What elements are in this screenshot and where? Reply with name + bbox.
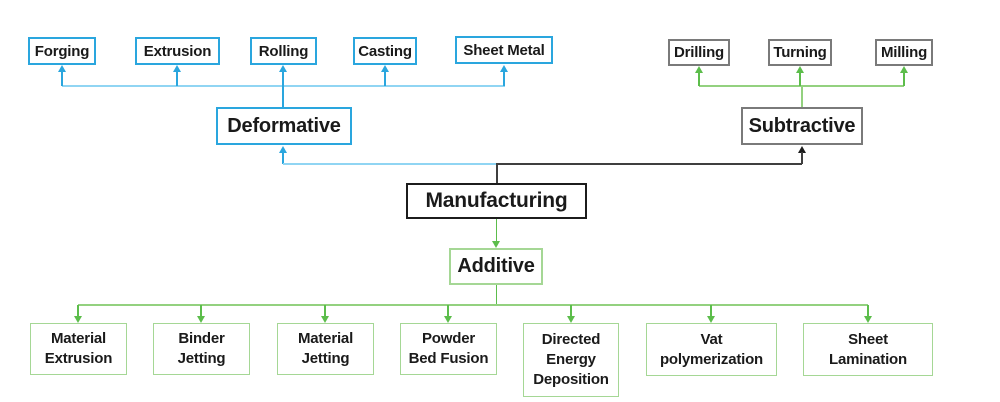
stub-forging (61, 71, 63, 86)
stub-binder-jetting (200, 305, 202, 316)
node-forging: Forging (28, 37, 96, 65)
arrow-into-turning-icon (795, 66, 804, 73)
stub-manufacturing-bottom (495, 219, 498, 242)
arrow-into-rolling-icon (278, 65, 287, 72)
stub-extrusion (176, 71, 178, 86)
arrow-into-sheet-metal-icon (499, 65, 508, 72)
stub-material-jetting (324, 305, 326, 316)
node-casting: Casting (353, 37, 417, 65)
connector-manufacturing-to-subtractive (497, 163, 802, 165)
node-material-extrusion: Material Extrusion (30, 323, 127, 375)
stub-deformative (282, 152, 284, 164)
node-extrusion: Extrusion (135, 37, 220, 65)
stub-manufacturing-top (496, 163, 498, 184)
node-sheet-lamination: Sheet Lamination (803, 323, 933, 376)
arrow-into-subtractive-icon (797, 146, 806, 153)
connector-additive-children (78, 304, 868, 306)
arrow-into-binder-jetting-icon (196, 316, 205, 323)
arrow-into-additive-icon (492, 241, 500, 248)
stub-subtractive-down (801, 152, 803, 164)
arrow-into-milling-icon (899, 66, 908, 73)
connector-manufacturing-to-deformative (283, 163, 497, 165)
stub-sheet-metal (503, 71, 505, 86)
arrow-into-directed-energy-deposition-icon (566, 316, 575, 323)
node-rolling: Rolling (250, 37, 317, 65)
stub-turning (799, 72, 801, 86)
stub-subtractive-up (801, 86, 803, 107)
node-material-jetting: Material Jetting (277, 323, 374, 375)
stub-sheet-lamination (867, 305, 869, 316)
arrow-into-extrusion-icon (172, 65, 181, 72)
node-drilling: Drilling (668, 39, 730, 66)
node-directed-energy-deposition: Directed Energy Deposition (523, 323, 619, 397)
stub-milling (903, 72, 905, 86)
connector-deformative-to-rolling (282, 71, 284, 107)
arrow-into-vat-polymerization-icon (706, 316, 715, 323)
arrow-into-forging-icon (57, 65, 66, 72)
stub-vat-polymerization (710, 305, 712, 316)
node-vat-polymerization: Vat polymerization (646, 323, 777, 376)
arrow-into-material-extrusion-icon (73, 316, 82, 323)
node-sheet-metal: Sheet Metal (455, 36, 553, 64)
stub-drilling (698, 72, 700, 86)
arrow-into-material-jetting-icon (320, 316, 329, 323)
node-manufacturing: Manufacturing (406, 183, 587, 219)
arrow-into-powder-bed-fusion-icon (443, 316, 452, 323)
arrow-into-deformative-icon (278, 146, 287, 153)
arrow-into-sheet-lamination-icon (863, 316, 872, 323)
stub-casting (384, 71, 386, 86)
stub-directed-energy-deposition (570, 305, 572, 316)
node-binder-jetting: Binder Jetting (153, 323, 250, 375)
node-powder-bed-fusion: Powder Bed Fusion (400, 323, 497, 375)
connector-subtractive-children (699, 85, 904, 87)
stub-additive-down (495, 285, 498, 305)
arrow-into-drilling-icon (694, 66, 703, 73)
arrow-into-casting-icon (380, 65, 389, 72)
node-turning: Turning (768, 39, 832, 66)
stub-material-extrusion (77, 305, 79, 316)
stub-powder-bed-fusion (447, 305, 449, 316)
node-milling: Milling (875, 39, 933, 66)
node-deformative: Deformative (216, 107, 352, 145)
node-subtractive: Subtractive (741, 107, 863, 145)
node-additive: Additive (449, 248, 543, 285)
